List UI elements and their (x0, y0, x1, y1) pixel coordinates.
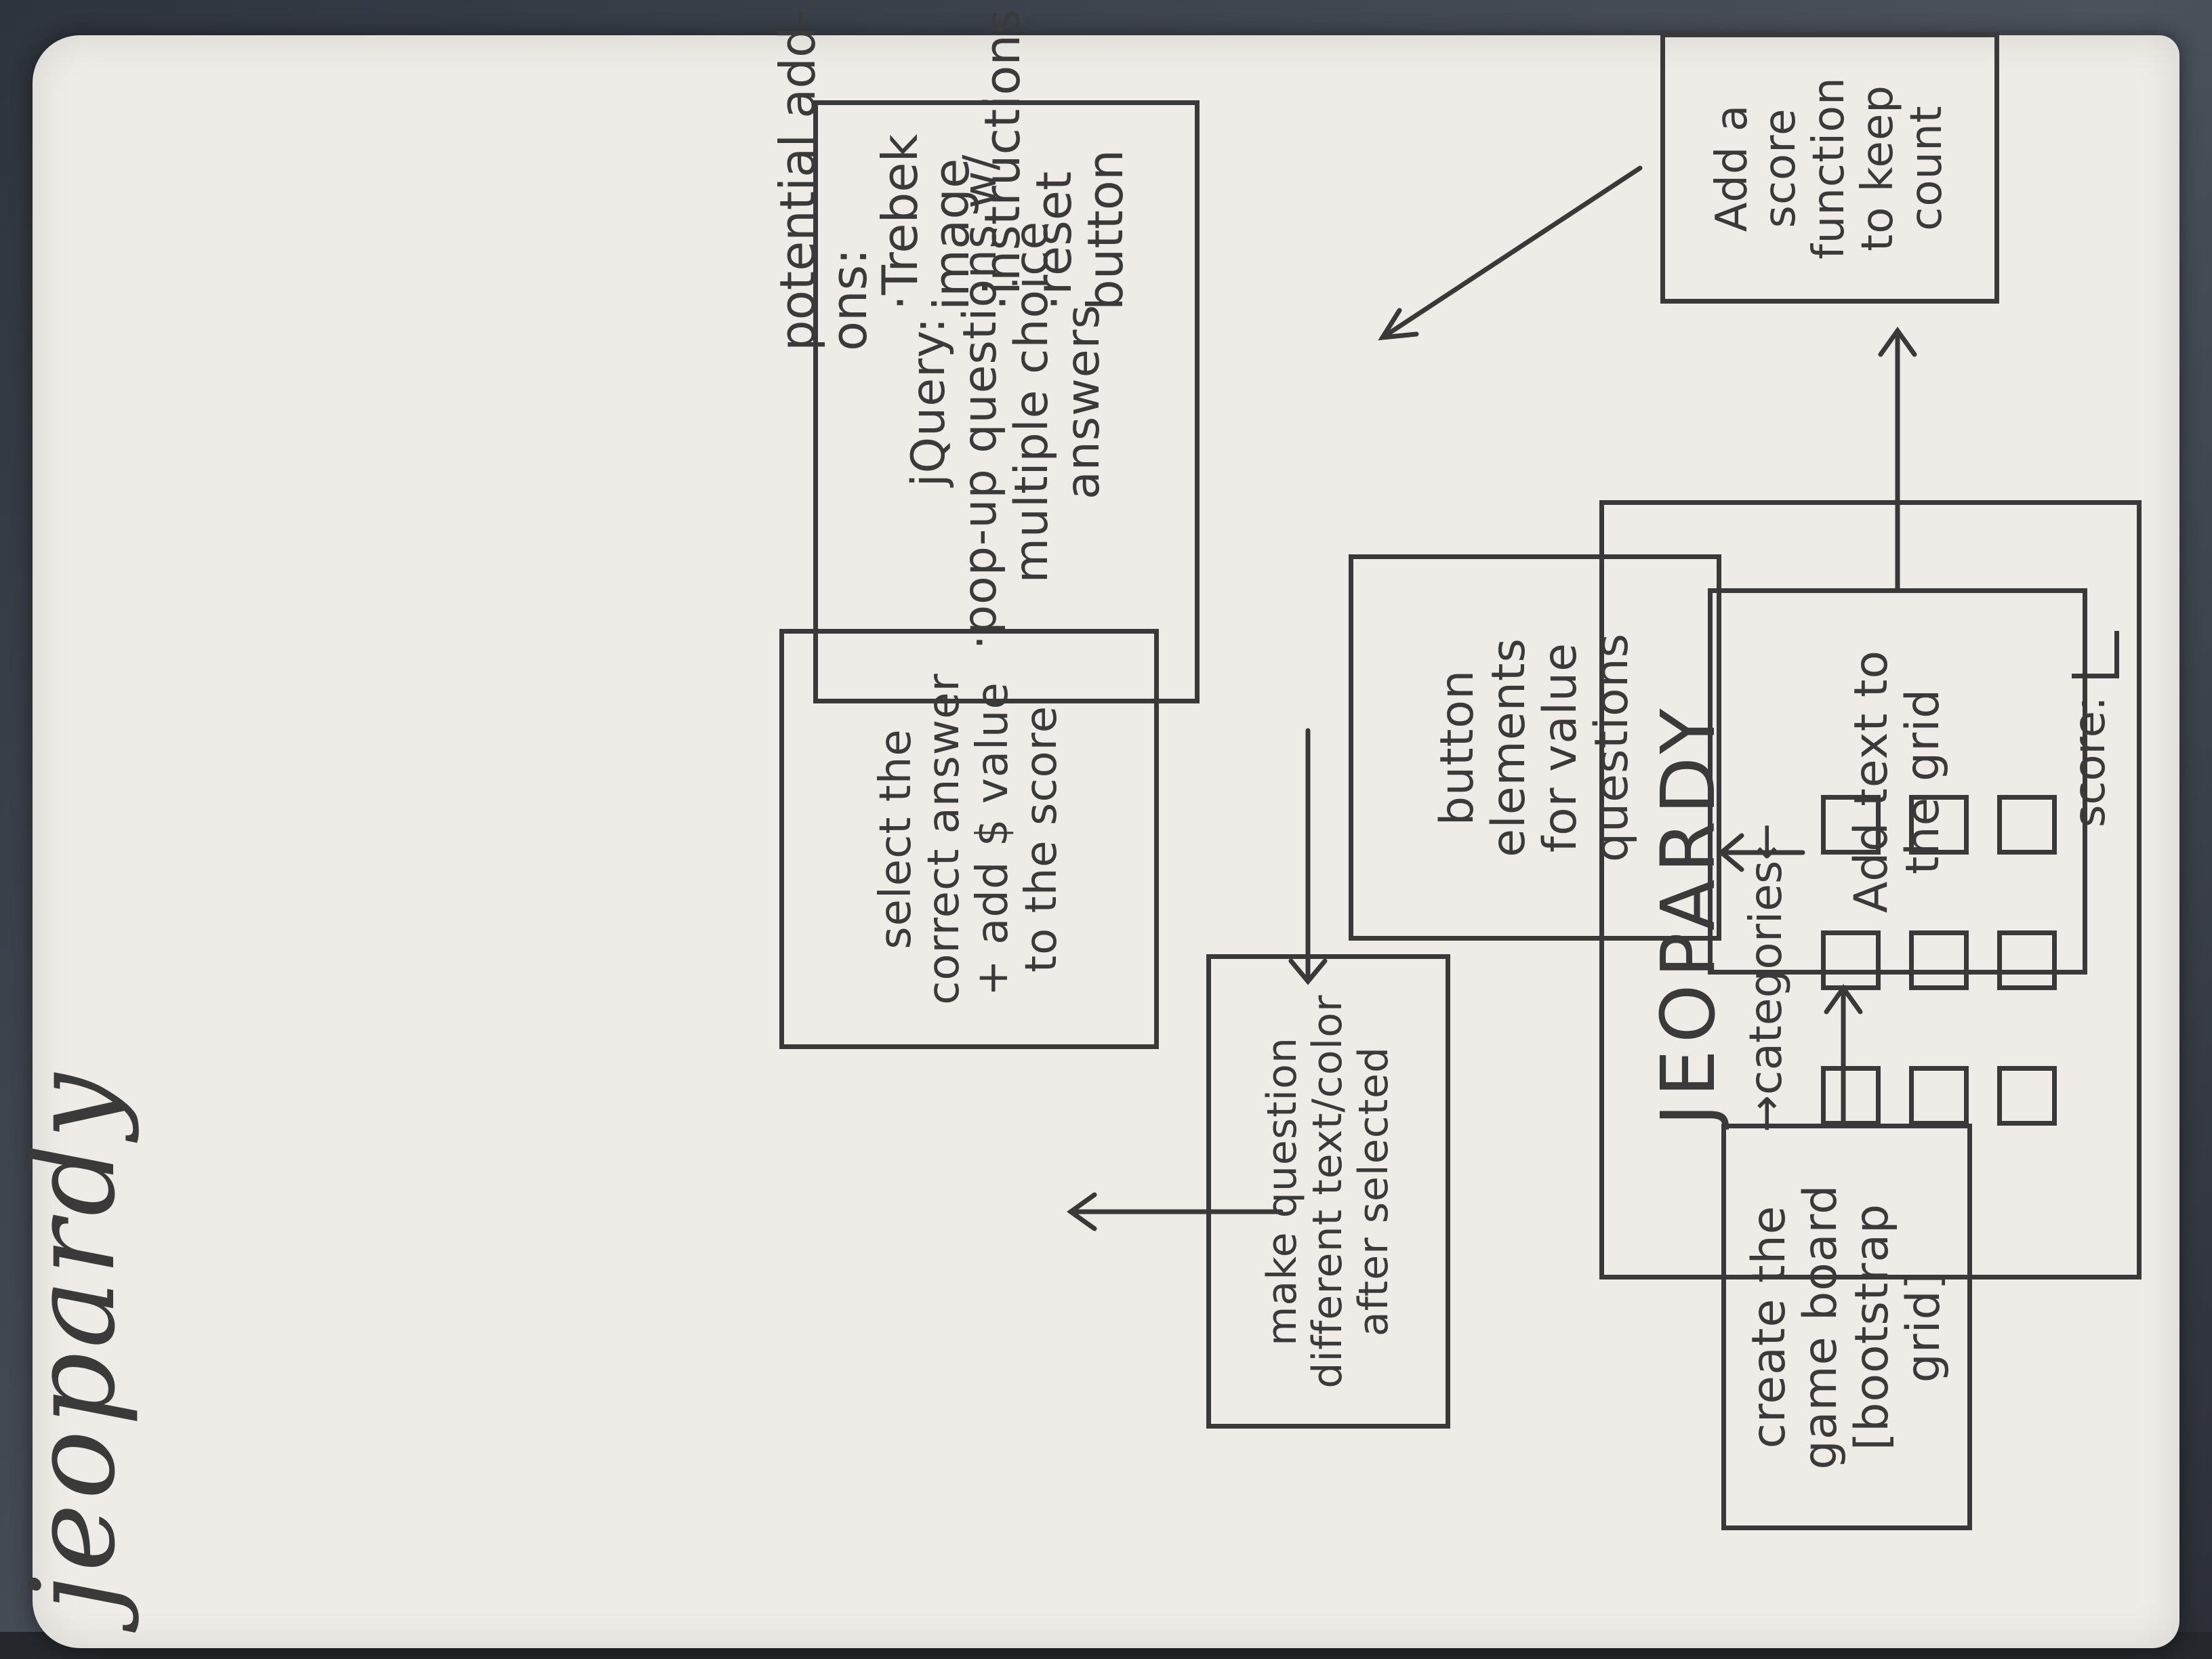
box-score-function-text: Add a score function to keep count (1706, 77, 1952, 260)
arrowhead-select-to-make (1066, 1192, 1097, 1231)
arrowhead-addtext-to-score (1878, 326, 1917, 357)
grid-square (1997, 795, 2057, 855)
potential-addons: potential add-ons: ·Trebek image ·instru… (769, 0, 1134, 351)
arrow-score-to-jquery (1380, 165, 1643, 340)
box-select-answer: select the correct answer + add $ value … (779, 629, 1159, 1049)
box-score-function-visible: Add a score function to keep count (1660, 33, 1999, 304)
wireframe-score-label: score: (2065, 696, 2115, 827)
arrowhead-addtext-to-buttons (1717, 833, 1744, 872)
grid-square (1909, 930, 1969, 990)
addon-item-trebek: ·Trebek image (872, 134, 980, 310)
grid-square (1997, 1066, 2057, 1126)
box-make-question-text: make question different text/color after… (1258, 994, 1397, 1389)
arrowhead-jquery-to-select (1288, 958, 1328, 985)
wireframe-title: JEOPARDY (1645, 701, 1732, 1126)
addons-heading: potential add-ons: (769, 9, 878, 351)
grid-square (1909, 795, 1969, 855)
addon-item-reset: ·reset button (1025, 149, 1134, 310)
box-select-answer-text: select the correct answer + add $ value … (870, 673, 1067, 1005)
wireframe-board: JEOPARDY →categories← score: (1599, 500, 2142, 1279)
grid-square (1909, 1066, 1969, 1126)
grid-square (1997, 930, 2057, 990)
wireframe-categories: →categories← (1740, 823, 1792, 1132)
grid-square (1821, 930, 1881, 990)
addon-item-instructions: ·instructions (974, 9, 1031, 310)
grid-square (1821, 795, 1881, 855)
box-make-question-visible: make question different text/color after… (1206, 954, 1450, 1429)
notebook-page (33, 35, 2179, 1648)
grid-square (1821, 1066, 1881, 1126)
wireframe-score-box (2072, 631, 2119, 678)
arrowhead-score-to-jquery (1378, 308, 1419, 341)
arrowhead-create-to-addtext (1824, 983, 1863, 1015)
